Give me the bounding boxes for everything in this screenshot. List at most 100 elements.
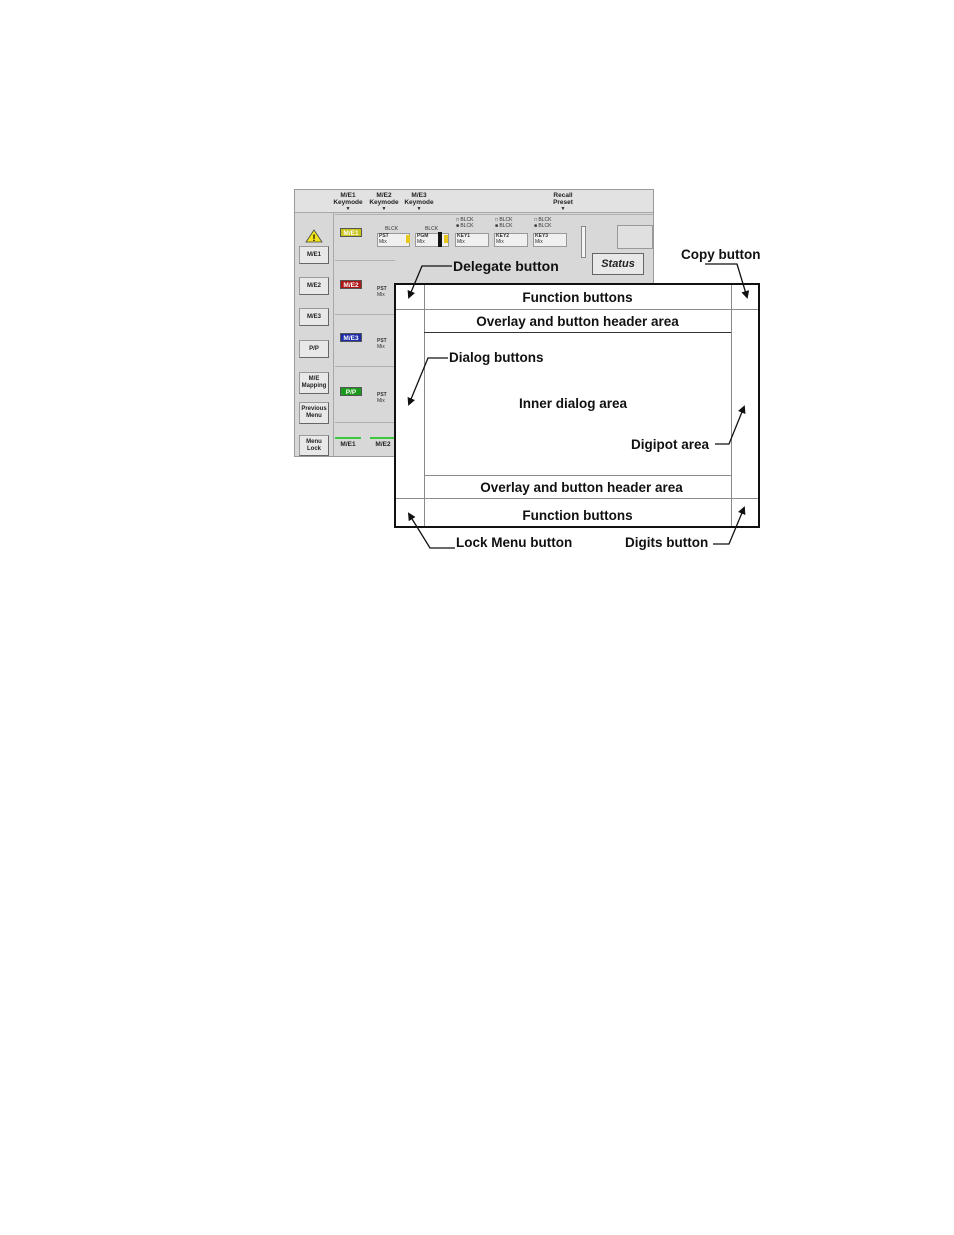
me2-keymode-line1: M/E2 — [376, 192, 392, 199]
transition-lever[interactable] — [581, 226, 586, 258]
warning-icon: ! — [305, 229, 323, 248]
dropdown-arrow-icon: ▼ — [416, 206, 422, 212]
mix-label: Mix — [377, 343, 385, 350]
me1-label: M/E1 — [340, 228, 362, 237]
row-separator — [335, 366, 395, 367]
sidebar-pp-button[interactable]: P/P — [299, 340, 329, 358]
sidebar-me1-button[interactable]: M/E1 — [299, 246, 329, 264]
me2-label: M/E2 — [340, 280, 362, 289]
sidebar-previous-menu-button[interactable]: Previous Menu — [299, 402, 329, 424]
mix-label: Mix — [377, 397, 385, 404]
digipot-area-callout: Digipot area — [631, 437, 710, 452]
blck-label: BLCK — [425, 226, 439, 232]
recall-preset-line2: Preset — [553, 199, 573, 206]
blck-text: BLCK — [538, 222, 552, 229]
me2-keymode-line2: Keymode — [369, 199, 399, 206]
pst-indicator — [406, 235, 410, 243]
blck-text: BLCK — [460, 217, 474, 223]
blck-text: BLCK — [460, 222, 474, 229]
pst-label: PST — [377, 338, 387, 344]
sidebar-me-mapping-button[interactable]: M/E Mapping — [299, 372, 329, 394]
key3-blck-labels: □ BLCK■ BLCK — [534, 217, 552, 229]
digits-arrow — [713, 506, 746, 545]
mix-label: Mix — [535, 238, 543, 245]
status-button[interactable]: Status — [592, 253, 644, 275]
svg-text:!: ! — [313, 233, 316, 243]
overlay-diagram-frame: Function buttons Overlay and button head… — [394, 283, 760, 528]
mix-label: Mix — [377, 291, 385, 298]
me2-keymode-button[interactable]: M/E2 Keymode ▼ — [368, 192, 400, 213]
digits-button-callout: Digits button — [625, 535, 709, 550]
key1-label: KEY1 — [457, 233, 471, 239]
function-buttons-bottom-label: Function buttons — [522, 508, 633, 523]
me1-keymode-button[interactable]: M/E1 Keymode ▼ — [333, 192, 363, 213]
inner-dialog-area-label: Inner dialog area — [519, 396, 628, 411]
pgm-indicator — [438, 232, 442, 247]
overlay-header-bottom-label: Overlay and button header area — [480, 480, 683, 495]
key2-label: KEY2 — [496, 233, 510, 239]
pp-label: P/P — [340, 387, 362, 396]
blck-label: BLCK — [385, 226, 399, 232]
key3-label: KEY3 — [535, 233, 549, 239]
left-column-divider — [424, 285, 425, 526]
row-separator — [335, 260, 395, 261]
delegate-button-callout: Delegate button — [453, 258, 559, 274]
sidebar-divider — [333, 212, 334, 456]
sidebar-me2-button[interactable]: M/E2 — [299, 277, 329, 295]
copy-button-callout: Copy button — [681, 247, 761, 262]
me3-keymode-line2: Keymode — [404, 199, 434, 206]
top-header-divider — [424, 332, 731, 333]
sidebar-menu-lock-button[interactable]: Menu Lock — [299, 435, 329, 456]
row-separator — [335, 314, 395, 315]
key1-blck-labels: □ BLCK■ BLCK — [456, 217, 474, 229]
dropdown-arrow-icon: ▼ — [381, 206, 387, 212]
right-column-divider — [731, 285, 732, 526]
lock-menu-button-callout: Lock Menu button — [456, 535, 573, 550]
copy-arrow — [705, 263, 750, 299]
pst-label: PST — [377, 392, 387, 398]
key2-blck-labels: □ BLCK■ BLCK — [495, 217, 513, 229]
me1-keymode-line1: M/E1 — [340, 192, 356, 199]
me3-keymode-line1: M/E3 — [411, 192, 427, 199]
recall-preset-button[interactable]: Recall Preset ▼ — [545, 192, 581, 213]
dropdown-arrow-icon: ▼ — [345, 206, 351, 212]
pgm-label: PGM — [417, 233, 429, 239]
bottom-function-divider — [396, 498, 758, 499]
overlay-header-top-label: Overlay and button header area — [476, 314, 679, 329]
preset-display — [617, 225, 653, 249]
tab-indicator — [370, 437, 396, 439]
menu-top-bar: M/E1 Keymode ▼ M/E2 Keymode ▼ M/E3 Keymo… — [295, 190, 653, 213]
delegate-arrow — [407, 265, 452, 299]
bottom-tab-me2[interactable]: M/E2 — [375, 441, 391, 448]
pgm-tally — [444, 235, 448, 243]
mix-label: Mix — [496, 238, 504, 245]
bottom-header-divider — [424, 475, 731, 476]
pst-label: PST — [379, 233, 389, 239]
pst-label: PST — [377, 286, 387, 292]
digipot-arrow — [715, 405, 746, 445]
blck-text: BLCK — [499, 222, 513, 229]
lock-menu-arrow — [407, 512, 455, 549]
tab-indicator — [335, 437, 361, 439]
row-separator — [335, 214, 653, 215]
row-separator — [335, 422, 395, 423]
mix-label: Mix — [417, 238, 425, 245]
function-buttons-top-label: Function buttons — [522, 290, 633, 305]
sidebar-me3-button[interactable]: M/E3 — [299, 308, 329, 326]
recall-preset-line1: Recall — [553, 192, 573, 199]
mix-label: Mix — [457, 238, 465, 245]
mix-label: Mix — [379, 238, 387, 245]
bottom-tab-me1[interactable]: M/E1 — [340, 441, 356, 448]
me3-keymode-button[interactable]: M/E3 Keymode ▼ — [403, 192, 435, 213]
dropdown-arrow-icon: ▼ — [560, 206, 566, 212]
me3-label: M/E3 — [340, 333, 362, 342]
blck-text: BLCK — [499, 217, 513, 223]
top-function-divider — [396, 309, 758, 310]
